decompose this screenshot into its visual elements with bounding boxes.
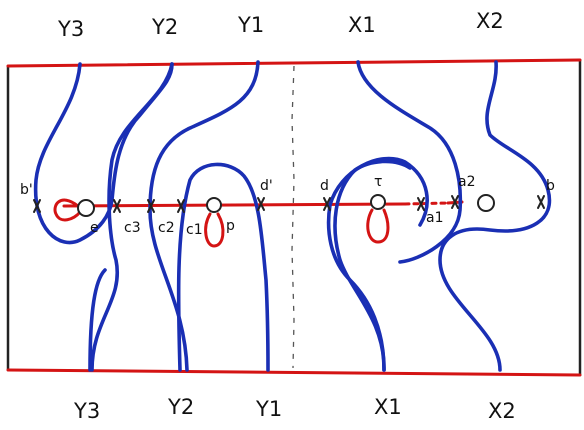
bottom-boundary-edge — [6, 368, 582, 377]
strand-x1 — [326, 60, 463, 372]
label-bottom-x1: X1 — [374, 395, 402, 419]
top-boundary-edge — [6, 58, 582, 68]
label-c1: c1 — [186, 222, 203, 238]
label-top-x1: X1 — [348, 13, 376, 37]
label-c2: c2 — [158, 220, 175, 236]
puncture-p — [206, 197, 222, 213]
loop-p — [204, 212, 225, 248]
label-b-prime: b' — [20, 182, 33, 198]
puncture-e — [77, 199, 95, 217]
label-top-x2: X2 — [476, 9, 504, 33]
puncture-right — [477, 194, 495, 212]
label-d-prime: d' — [260, 178, 273, 194]
arc-ticks — [33, 195, 545, 213]
loop-e — [53, 198, 82, 222]
label-bottom-y2: Y2 — [167, 395, 194, 419]
loop-tau — [366, 208, 390, 244]
label-top-y2: Y2 — [151, 15, 178, 39]
label-tau: τ — [374, 174, 382, 190]
label-top-y3: Y3 — [57, 17, 84, 41]
label-e: e — [90, 220, 99, 236]
red-arc — [62, 202, 407, 208]
strand-y2 — [90, 62, 174, 372]
strand-x2 — [438, 60, 552, 372]
strand-p-arch — [176, 162, 270, 372]
label-bottom-x2: X2 — [488, 399, 516, 423]
label-a1: a1 — [426, 210, 444, 226]
label-c3: c3 — [124, 220, 141, 236]
label-bottom-y1: Y1 — [255, 397, 282, 421]
strand-y1 — [148, 60, 260, 372]
center-dashed-line — [291, 65, 295, 369]
frame — [6, 58, 582, 377]
label-bottom-y3: Y3 — [73, 399, 100, 423]
label-p: p — [226, 218, 235, 234]
label-d: d — [320, 178, 329, 194]
label-top-y1: Y1 — [237, 13, 264, 37]
label-a2: a2 — [458, 174, 476, 190]
label-b: b — [546, 178, 555, 194]
puncture-tau — [370, 194, 386, 210]
strand-tau-arch — [333, 159, 412, 372]
